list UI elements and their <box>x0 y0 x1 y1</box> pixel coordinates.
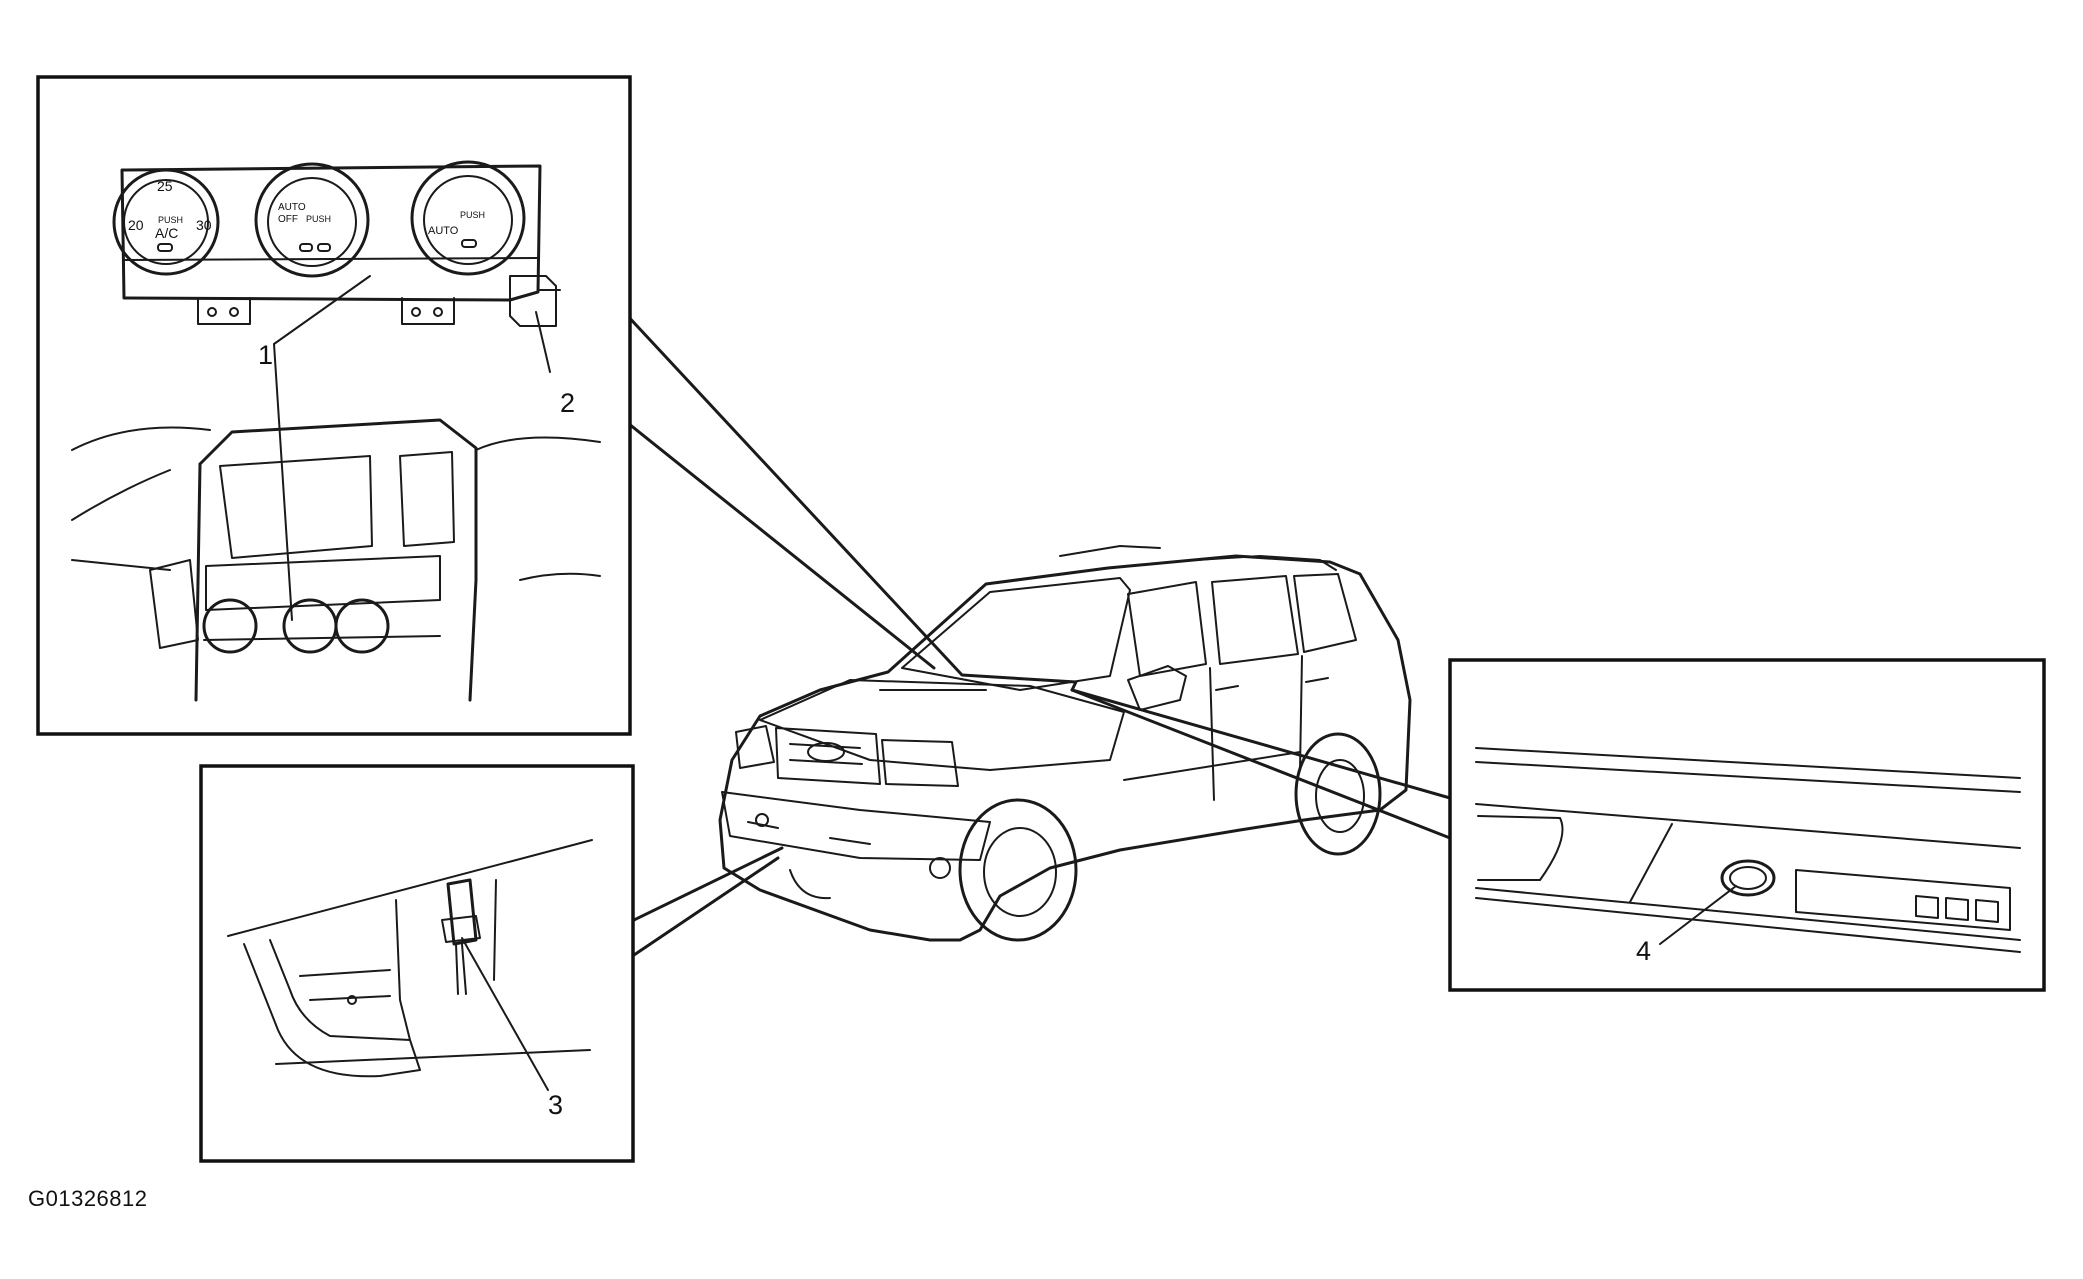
temp-tick-top: 25 <box>157 178 173 194</box>
fan-auto-label: AUTO <box>278 202 306 213</box>
airflow-mode-dial[interactable]: PUSH AUTO <box>410 160 526 276</box>
callout-2: 2 <box>560 388 575 418</box>
inset-sunload-sensor: 4 <box>1448 658 2046 992</box>
callout-3: 3 <box>548 1090 563 1120</box>
callout-4: 4 <box>1636 936 1651 966</box>
temp-tick-right: 30 <box>196 217 212 233</box>
vehicle-illustration <box>718 545 1412 942</box>
temp-push-label: PUSH <box>158 215 183 225</box>
mode-auto-label: AUTO <box>428 225 459 237</box>
mode-push-label: PUSH <box>460 210 485 220</box>
inset-control-panel: 25 20 30 PUSH A/C AUTO OFF PUSH PUSH AUT… <box>36 75 632 736</box>
callout-1: 1 <box>258 340 273 370</box>
temperature-dial[interactable]: 25 20 30 PUSH A/C <box>112 168 220 276</box>
figure-id-label: G01326812 <box>28 1186 148 1211</box>
fan-speed-dial[interactable]: AUTO OFF PUSH <box>254 162 370 278</box>
fan-push-label: PUSH <box>306 214 331 224</box>
inset-leader-lines <box>622 310 1452 957</box>
ac-button-label: A/C <box>155 225 178 241</box>
temp-tick-left: 20 <box>128 217 144 233</box>
fan-off-label: OFF <box>278 214 298 225</box>
inset-ambient-sensor: 3 <box>199 764 635 1163</box>
